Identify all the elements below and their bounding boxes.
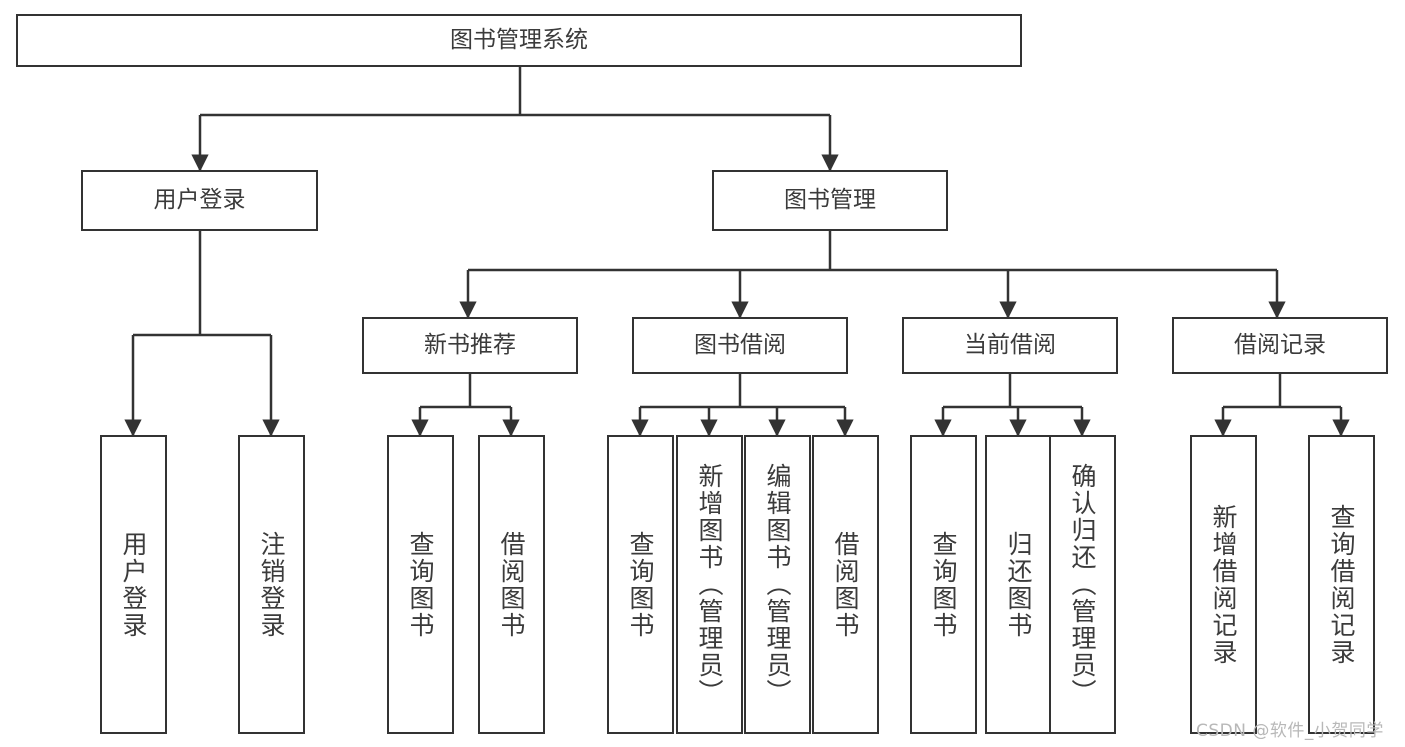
node-label: 新增图书（管理员） (695, 463, 724, 706)
node-label: 编辑图书（管理员） (763, 463, 792, 706)
node-label: 确认归还（管理员） (1068, 463, 1097, 706)
node-label: 图书管理系统 (450, 27, 588, 54)
node-label: 查询图书 (929, 530, 958, 639)
leaf-node[interactable]: 查询借阅记录 (1308, 435, 1375, 734)
leaf-node[interactable]: 借阅图书 (812, 435, 879, 734)
level3-node[interactable]: 图书借阅 (632, 317, 848, 374)
node-label: 归还图书 (1004, 530, 1033, 639)
leaf-node[interactable]: 确认归还（管理员） (1049, 435, 1116, 734)
watermark-text: CSDN @软件_小贺同学 (1196, 721, 1384, 741)
root-node[interactable]: 图书管理系统 (16, 14, 1022, 67)
level3-node[interactable]: 当前借阅 (902, 317, 1118, 374)
node-label: 当前借阅 (964, 332, 1056, 359)
node-label: 借阅记录 (1234, 332, 1326, 359)
leaf-node[interactable]: 归还图书 (985, 435, 1052, 734)
level2-node[interactable]: 用户登录 (81, 170, 318, 231)
node-label: 图书借阅 (694, 332, 786, 359)
node-label: 查询借阅记录 (1327, 503, 1356, 666)
leaf-node[interactable]: 查询图书 (910, 435, 977, 734)
node-label: 注销登录 (257, 530, 286, 639)
leaf-node[interactable]: 借阅图书 (478, 435, 545, 734)
node-label: 图书管理 (784, 187, 876, 214)
node-label: 新增借阅记录 (1209, 503, 1238, 666)
node-label: 借阅图书 (831, 530, 860, 639)
leaf-node[interactable]: 编辑图书（管理员） (744, 435, 811, 734)
node-label: 查询图书 (626, 530, 655, 639)
level3-node[interactable]: 借阅记录 (1172, 317, 1388, 374)
leaf-node[interactable]: 查询图书 (387, 435, 454, 734)
leaf-node[interactable]: 注销登录 (238, 435, 305, 734)
node-label: 用户登录 (153, 187, 246, 214)
node-label: 借阅图书 (497, 530, 526, 639)
leaf-node[interactable]: 查询图书 (607, 435, 674, 734)
leaf-node[interactable]: 新增借阅记录 (1190, 435, 1257, 734)
level3-node[interactable]: 新书推荐 (362, 317, 578, 374)
leaf-node[interactable]: 用户登录 (100, 435, 167, 734)
node-label: 用户登录 (119, 530, 148, 639)
level2-node[interactable]: 图书管理 (712, 170, 948, 231)
node-label: 查询图书 (406, 530, 435, 639)
leaf-node[interactable]: 新增图书（管理员） (676, 435, 743, 734)
node-label: 新书推荐 (424, 332, 516, 359)
